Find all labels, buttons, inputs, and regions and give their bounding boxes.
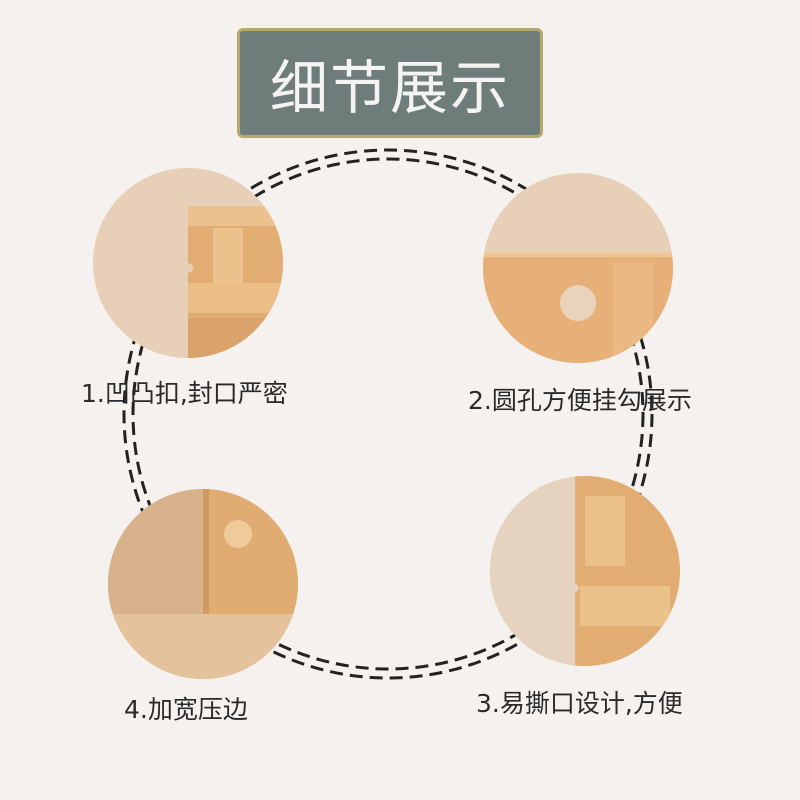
detail-photo-snap-closure xyxy=(93,168,283,358)
detail-photo-tear-notch xyxy=(490,476,680,666)
caption-4: 4.加宽压边 xyxy=(124,695,248,724)
caption-1: 1.凹凸扣,封口严密 xyxy=(81,379,288,408)
page-title: 细节展示 xyxy=(269,54,510,122)
detail-photo-hang-hole xyxy=(483,173,673,363)
title-banner: 细节展示 xyxy=(237,28,543,138)
caption-2: 2.圆孔方便挂勾展示 xyxy=(468,386,692,415)
detail-photo-wide-edge xyxy=(108,489,298,679)
caption-3: 3.易撕口设计,方便 xyxy=(476,689,683,718)
